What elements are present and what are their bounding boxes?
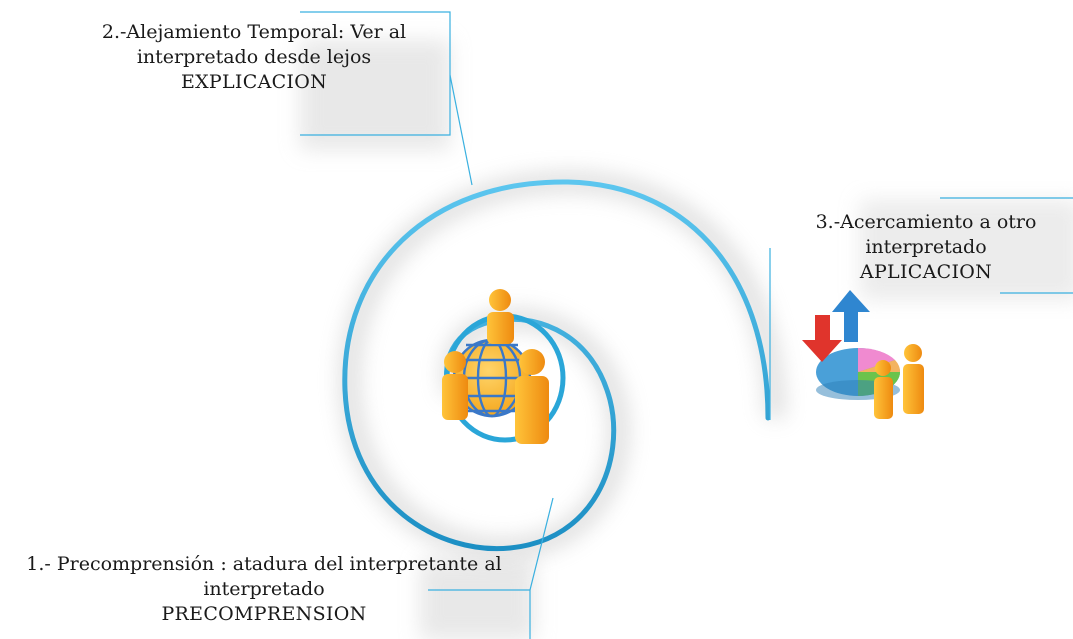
step-3-title-line1: 3.-Acercamiento a otro	[815, 211, 1037, 233]
step-1-label: 1.- Precomprensión : atadura del interpr…	[4, 552, 524, 627]
step-1-title-line1: 1.- Precomprensión : atadura del interpr…	[26, 553, 502, 575]
step-2-title-line2: interpretado desde lejos	[136, 46, 372, 68]
step-1-keyword: PRECOMPRENSION	[161, 603, 367, 625]
step-3-label: 3.-Acercamiento a otro interpretado APLI…	[786, 210, 1066, 285]
step-3-keyword: APLICACION	[859, 261, 993, 283]
connector-lines	[300, 11, 1073, 639]
step-2-keyword: EXPLICACION	[180, 71, 328, 93]
people-globe-icon	[442, 289, 549, 444]
step-1-title-line2: interpretado	[203, 578, 325, 600]
step-2-label: 2.-Alejamiento Temporal: Ver al interpre…	[68, 20, 440, 95]
step-3-title-line2: interpretado	[865, 236, 987, 258]
spiral-curve	[342, 179, 771, 552]
step-2-title-line1: 2.-Alejamiento Temporal: Ver al	[101, 21, 407, 43]
label-shadows	[300, 40, 1073, 639]
data-arrows-pie-icon	[802, 290, 924, 419]
